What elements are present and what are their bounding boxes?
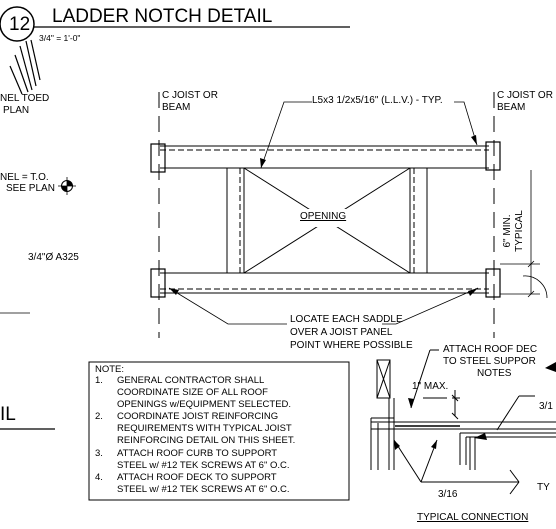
attach-label-2: TO STEEL SUPPOR [443, 356, 536, 367]
connection-title: TYPICAL CONNECTION [417, 512, 529, 523]
note-4-line-2: STEEL w/ #12 TEK SCREWS AT 6" O.C. [117, 484, 290, 495]
note-2-line-2: REQUIREMENTS WITH TYPICAL JOIST [117, 423, 292, 434]
note-1-line-1: GENERAL CONTRACTOR SHALL [117, 375, 265, 386]
saddle-label-3: POINT WHERE POSSIBLE [290, 340, 413, 351]
note-1-line-3: OPENINGS w/EQUIPMENT SELECTED. [117, 399, 292, 410]
joist-right-label-2: BEAM [497, 102, 526, 113]
connection-detail [370, 349, 556, 495]
cross-members [226, 168, 428, 273]
fragment-title-tail: IL [0, 404, 16, 425]
fragment-panel-toed: NEL TOED [0, 93, 50, 104]
note-2-line-3: REINFORCING DETAIL ON THIS SHEET. [117, 435, 296, 446]
detail-number: 12 [9, 14, 31, 35]
note-1-line-2: COORDINATE SIZE OF ALL ROOF [117, 387, 268, 398]
ty-label: TY [537, 482, 550, 493]
bottom-angle-member [160, 272, 489, 294]
attach-label-1: ATTACH ROOF DEC [443, 344, 538, 355]
note-4-num: 4. [95, 472, 103, 483]
note-3-line-2: STEEL w/ #12 TEK SCREWS AT 6" O.C. [117, 460, 290, 471]
attach-label-3: NOTES [477, 368, 512, 379]
weld-bottom-label: 3/16 [438, 489, 458, 500]
detail-title: LADDER NOTCH DETAIL [52, 6, 273, 27]
note-3-num: 3. [95, 448, 103, 459]
note-2-line-1: COORDINATE JOIST REINFORCING [117, 411, 279, 422]
joist-left-label-2: BEAM [162, 102, 191, 113]
fragment-panel-to: NEL = T.O. [0, 172, 49, 183]
hatch-fragment [9, 39, 41, 95]
joist-left-label-1: C JOIST OR [162, 90, 218, 101]
detail-bubble [0, 6, 35, 42]
weld-right-label: 3/1 [539, 401, 553, 412]
fragment-bolt: 3/4"Ø A325 [28, 252, 79, 263]
saddle-label-1: LOCATE EACH SADDLE [290, 314, 403, 325]
weld-symbol-icon [474, 433, 487, 440]
max-label: 1" MAX. [412, 381, 449, 392]
saddle-blocks [150, 141, 501, 298]
elevation-target-icon [58, 177, 76, 195]
note-1-num: 1. [95, 375, 103, 386]
top-angle-member [160, 145, 489, 169]
fragment-see-plan: SEE PLAN [6, 183, 55, 194]
min-label-1: 6" MIN. [502, 214, 513, 248]
fragment-plan: PLAN [3, 105, 30, 116]
note-3-line-1: ATTACH ROOF CURB TO SUPPORT [117, 448, 278, 459]
joist-right-label-1: C JOIST OR [497, 90, 553, 101]
saddle-label-2: OVER A JOIST PANEL [290, 327, 393, 338]
note-4-line-1: ATTACH ROOF DECK TO SUPPORT [117, 472, 277, 483]
angle-label: L5x3 1/2x5/16" (L.L.V.) - TYP. [312, 95, 443, 106]
note-heading: NOTE: [95, 364, 125, 375]
opening-label: OPENING [300, 211, 347, 222]
min-dimension [500, 170, 548, 299]
detail-scale: 3/4" = 1'-0" [39, 33, 81, 43]
note-box [88, 361, 350, 501]
note-2-num: 2. [95, 411, 103, 422]
min-label-2: TYPICAL [514, 210, 525, 252]
